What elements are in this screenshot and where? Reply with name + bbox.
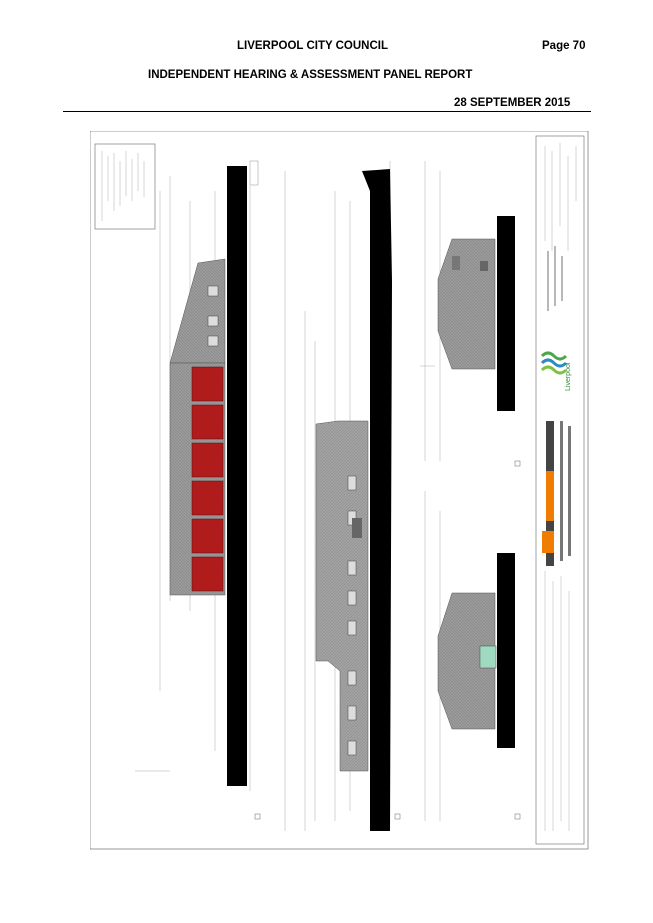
ground-band-4 xyxy=(497,553,515,748)
building-3 xyxy=(437,238,496,370)
elevation-1 xyxy=(135,160,259,791)
gable-roof xyxy=(169,258,226,364)
council-name: LIVERPOOL CITY COUNCIL xyxy=(237,40,389,52)
building-2-roof xyxy=(315,420,369,772)
ground-band-2 xyxy=(362,169,392,831)
ground-band-3 xyxy=(497,216,515,411)
elevation-4 xyxy=(424,491,515,821)
elevation-3 xyxy=(420,161,515,461)
logo-text: Liverpool xyxy=(565,362,572,391)
glazed-panel xyxy=(479,645,497,669)
building-4 xyxy=(437,592,496,730)
legend-box xyxy=(94,143,156,230)
garage-doors xyxy=(191,366,224,592)
title-block: Liverpool xyxy=(535,135,585,845)
elevation-2 xyxy=(284,161,392,831)
page-number: Page 70 xyxy=(542,40,586,52)
liverpool-logo: Liverpool xyxy=(540,351,572,391)
architectural-elevations-drawing: Liverpool xyxy=(90,131,589,850)
report-title: INDEPENDENT HEARING & ASSESSMENT PANEL R… xyxy=(148,69,473,81)
header-rule xyxy=(63,111,591,112)
garage-wall xyxy=(169,362,226,596)
orange-mark xyxy=(542,531,554,553)
sheet-border xyxy=(90,131,589,850)
bottom-marks xyxy=(254,460,521,820)
report-date: 28 SEPTEMBER 2015 xyxy=(454,97,571,109)
ground-band-1 xyxy=(227,166,247,786)
